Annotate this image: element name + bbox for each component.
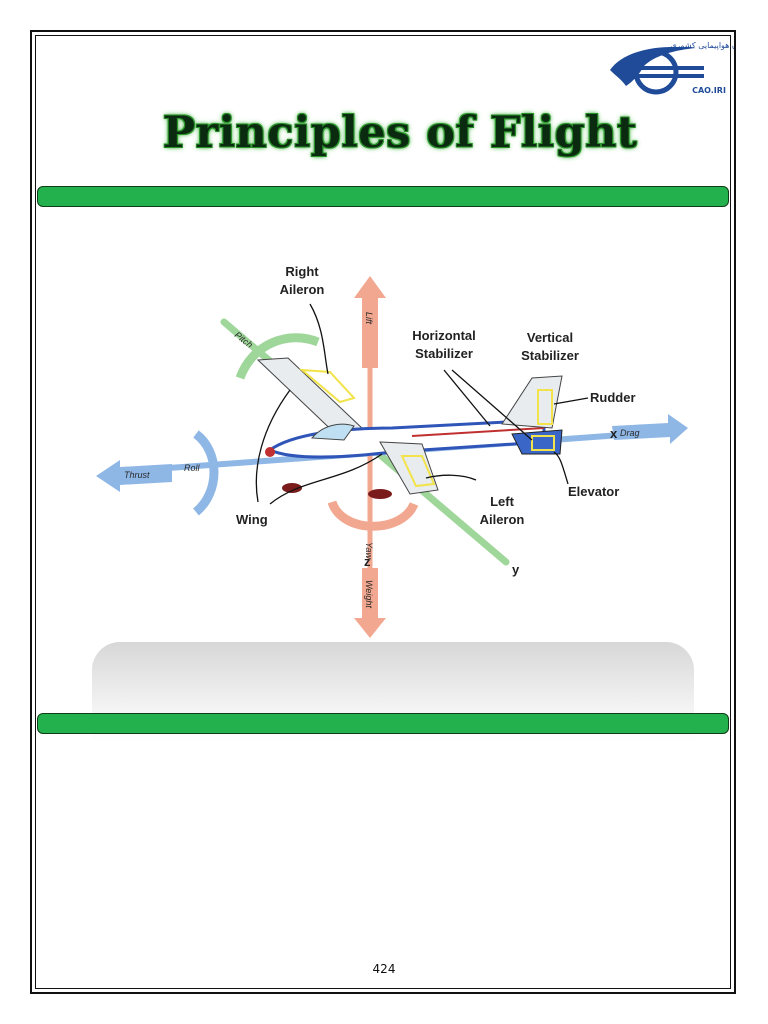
- label-roll: Roll: [184, 463, 201, 473]
- logo-org-code: CAO.IRI: [692, 86, 726, 95]
- label-horizontal-stabilizer-2: Stabilizer: [415, 346, 473, 361]
- label-weight: Weight: [364, 580, 374, 608]
- label-lift: Lift: [364, 312, 374, 325]
- label-x-axis: x: [610, 426, 618, 441]
- elevator-highlight: [531, 435, 555, 451]
- page-border-outer: [30, 30, 736, 994]
- left-wing: [379, 441, 439, 495]
- logo-stripe-1: [634, 66, 704, 70]
- leader-left-aileron: [425, 474, 477, 481]
- green-divider-top: [37, 186, 729, 207]
- drag-arrow: [612, 414, 688, 444]
- rudder-highlight: [537, 389, 553, 425]
- leader-wing-1: [255, 389, 291, 503]
- leader-wing-2: [269, 453, 383, 505]
- logo-circle: [633, 49, 679, 95]
- leader-horizontal-stabilizer-1: [443, 369, 491, 427]
- logo-stripe-2: [634, 74, 704, 78]
- page-border-inner: [35, 35, 731, 989]
- label-vertical-stabilizer-1: Vertical: [527, 330, 573, 345]
- fuselage-stripe: [411, 427, 545, 437]
- label-elevator: Elevator: [568, 484, 619, 499]
- label-thrust: Thrust: [124, 470, 150, 480]
- pitch-rotation-arrow: [235, 333, 320, 380]
- weight-arrow: [354, 568, 386, 638]
- label-left-aileron-1: Left: [490, 494, 515, 509]
- label-right-aileron-1: Right: [285, 264, 319, 279]
- landing-gear-front: [282, 483, 302, 493]
- logo-wing-shape: [610, 46, 696, 86]
- aircraft-axes-diagram: Right Aileron Horizontal Stabilizer Vert…: [96, 264, 688, 638]
- label-vertical-stabilizer-2: Stabilizer: [521, 348, 579, 363]
- green-divider-bottom: [37, 713, 729, 734]
- label-y-axis: y: [512, 562, 520, 577]
- leader-horizontal-stabilizer-2: [451, 369, 533, 441]
- roll-rotation-arrow: [192, 430, 219, 516]
- lift-arrow: [354, 276, 386, 368]
- yaw-rotation-arrow: [327, 500, 419, 531]
- label-left-aileron-2: Aileron: [480, 512, 525, 527]
- leader-rudder: [553, 397, 589, 405]
- label-yaw: Yaw: [364, 542, 374, 559]
- nose-propeller: [265, 447, 275, 457]
- cockpit-window: [310, 423, 355, 441]
- leader-right-aileron: [309, 303, 329, 375]
- page-number: 424: [372, 962, 396, 976]
- label-rudder: Rudder: [590, 390, 636, 405]
- label-wing: Wing: [236, 512, 268, 527]
- label-z-axis: z: [364, 554, 371, 569]
- left-aileron-highlight: [400, 455, 436, 488]
- leader-elevator: [553, 451, 569, 485]
- logo-persian-text: سازمان هواپیمایی کشوری: [670, 41, 734, 50]
- label-right-aileron-2: Aileron: [280, 282, 325, 297]
- label-drag: Drag: [620, 428, 640, 438]
- right-aileron-highlight: [299, 368, 356, 404]
- cao-logo: سازمان هواپیمایی کشوری CAO.IRI: [610, 41, 734, 95]
- label-horizontal-stabilizer-1: Horizontal: [412, 328, 476, 343]
- page-title: Principles of Flight: [162, 108, 638, 158]
- landing-gear-main: [368, 489, 392, 499]
- thrust-arrow: [96, 460, 172, 492]
